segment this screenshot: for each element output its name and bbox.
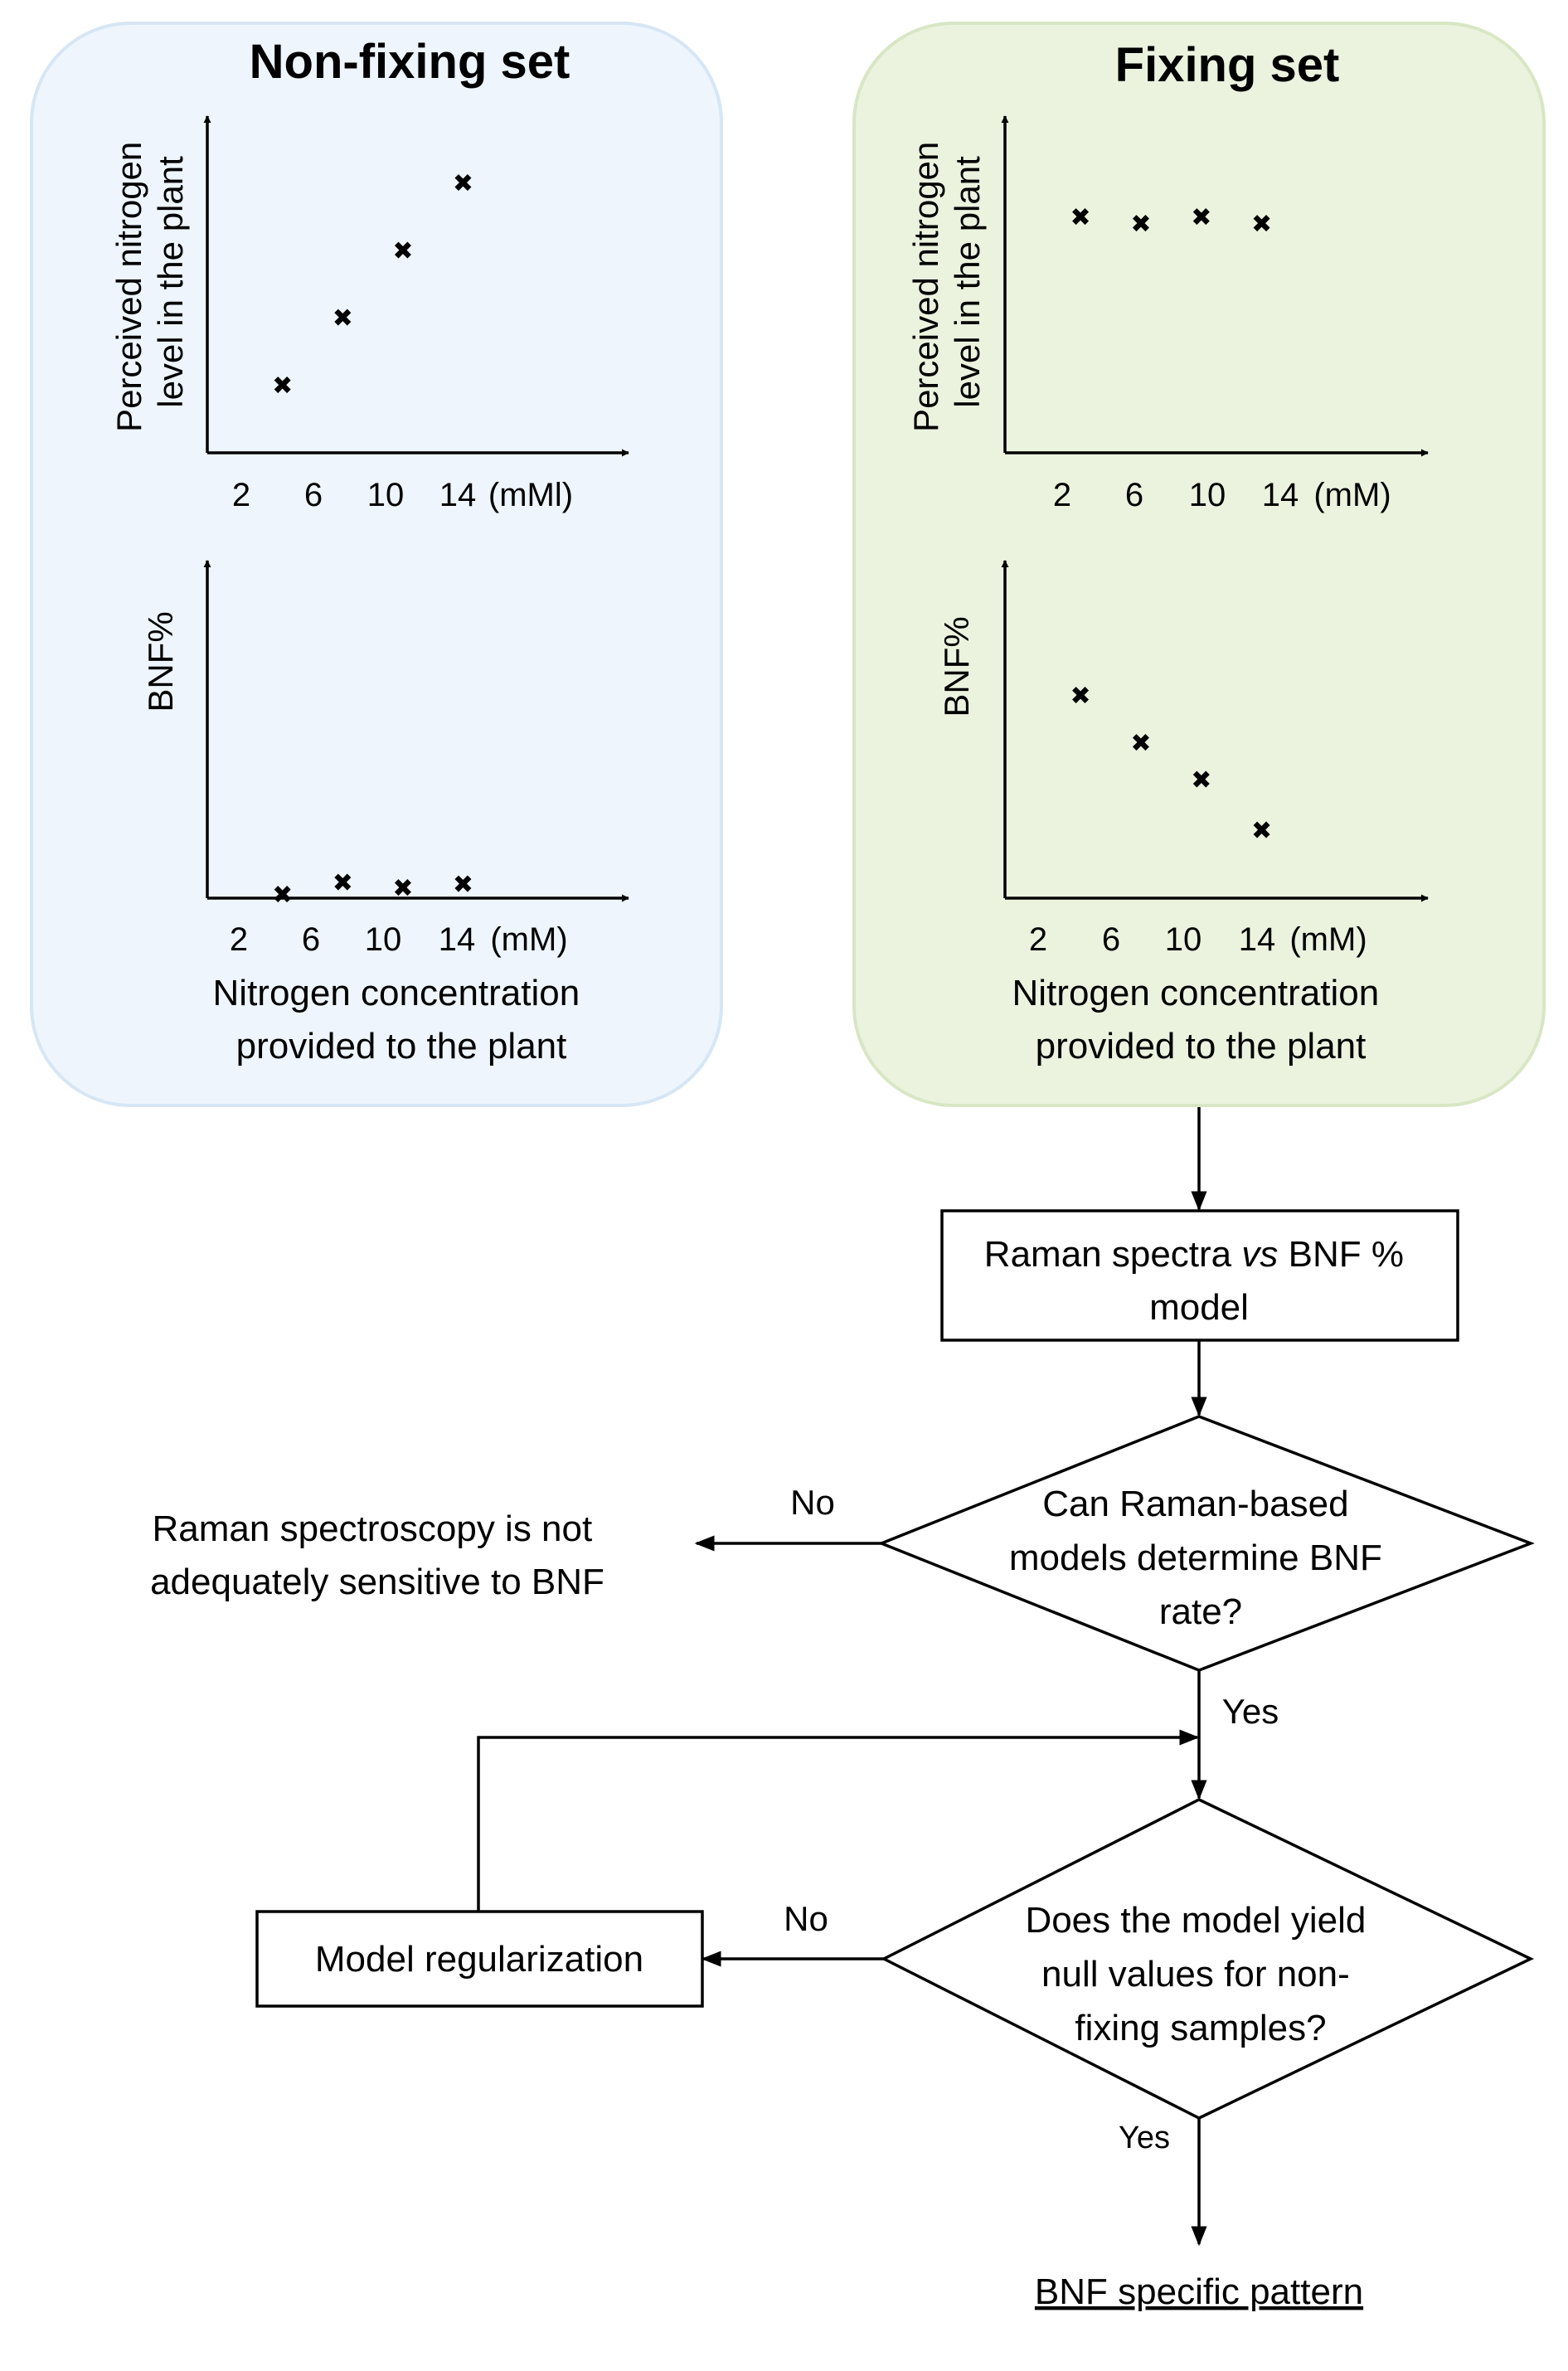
- decision2-no-label: No: [784, 1899, 828, 1938]
- decision1-line3: rate?: [1159, 1591, 1242, 1632]
- data-point-marker: ✖: [1070, 683, 1091, 710]
- decision2-text: Does the model yield null values for non…: [1025, 1900, 1376, 2048]
- data-point-marker: ✖: [1070, 204, 1091, 231]
- decision1-diamond: Can Raman-based models determine BNF rat…: [877, 1415, 1535, 1672]
- data-point-marker: ✖: [1191, 767, 1211, 794]
- non-fixing-panel: Non-fixing set Perceived nitrogen level …: [30, 22, 723, 1107]
- raman-model-line2: model: [1149, 1287, 1249, 1328]
- x-tick-label: 10: [367, 477, 405, 513]
- x-tick-label: 6: [304, 477, 323, 513]
- data-point-marker: ✖: [1130, 211, 1151, 238]
- x-tick-label: 14: [1239, 921, 1276, 958]
- data-points: ✖ ✖ ✖ ✖: [272, 870, 473, 909]
- y-axis-title-line2: level in the plant: [151, 156, 190, 408]
- fixing-panel-background: [852, 22, 1546, 1107]
- y-axis-title: Perceived nitrogen level in the plant: [109, 132, 190, 432]
- regularization-box-frame: [255, 1910, 704, 2008]
- raman-model-box-frame: [940, 1209, 1459, 1342]
- data-point-marker: ✖: [333, 870, 353, 897]
- result-text: BNF specific pattern: [1035, 2271, 1363, 2312]
- x-tick-label: 10: [1165, 921, 1202, 958]
- non-fixing-title: Non-fixing set: [250, 35, 570, 89]
- x-axis-caption-line2: provided to the plant: [1036, 1026, 1367, 1066]
- decision1-line1: Can Raman-based: [1042, 1484, 1348, 1524]
- regularization-text: Model regularization: [315, 1939, 643, 1980]
- x-tick-label: (mM): [1313, 477, 1391, 513]
- non-fixing-bnf-chart: BNF% 2 6 10 14 (mM) ✖ ✖ ✖ ✖: [141, 560, 629, 958]
- fixing-nitrogen-chart: Perceived nitrogen level in the plant 2 …: [906, 115, 1429, 513]
- data-point-marker: ✖: [333, 305, 353, 333]
- x-tick-label: 14: [1262, 477, 1299, 513]
- x-tick-label: (mM): [1289, 921, 1367, 958]
- decision2-line2: null values for non-: [1041, 1954, 1350, 1994]
- fixing-panel: Fixing set Perceived nitrogen level in t…: [852, 22, 1546, 1107]
- flowchart: Raman spectra vs BNF % model Can Raman-b…: [150, 1107, 1535, 2312]
- raman-model-line1-prefix: Raman spectra: [984, 1234, 1242, 1275]
- decision2-yes-label: Yes: [1119, 2121, 1170, 2155]
- x-tick-label: 6: [1125, 477, 1143, 513]
- data-points: ✖ ✖ ✖ ✖: [272, 170, 473, 400]
- data-point-marker: ✖: [1251, 211, 1272, 238]
- data-point-marker: ✖: [1130, 730, 1151, 757]
- not-sensitive-line2: adequately sensitive to BNF: [150, 1562, 604, 1602]
- fixing-title: Fixing set: [1115, 38, 1340, 92]
- feedback-loop-line: [477, 1729, 1200, 1912]
- y-axis-title: BNF%: [937, 616, 976, 717]
- x-tick-label: 10: [1189, 477, 1226, 513]
- x-tick-label: 14: [439, 477, 477, 513]
- not-sensitive-text: Raman spectroscopy is not adequately sen…: [150, 1509, 604, 1602]
- y-axis-title-line2: level in the plant: [948, 156, 987, 408]
- data-point-marker: ✖: [272, 882, 293, 909]
- y-axis-title: Perceived nitrogen level in the plant: [906, 132, 987, 432]
- decision2-line1: Does the model yield: [1025, 1900, 1366, 1941]
- non-fixing-nitrogen-chart: Perceived nitrogen level in the plant 2 …: [109, 115, 629, 513]
- decision1-yes-label: Yes: [1222, 1692, 1279, 1731]
- data-point-marker: ✖: [392, 875, 413, 902]
- fixing-bnf-chart: BNF% 2 6 10 14 (mM) ✖ ✖ ✖ ✖: [937, 560, 1429, 958]
- x-axis-caption-line1: Nitrogen concentration: [213, 973, 580, 1013]
- data-point-marker: ✖: [1251, 818, 1272, 845]
- decision2-line3: fixing samples?: [1075, 2008, 1326, 2048]
- x-axis-caption-line2: provided to the plant: [236, 1026, 567, 1066]
- x-tick-label: 14: [439, 921, 476, 958]
- data-point-marker: ✖: [453, 170, 473, 197]
- decision1-line2: models determine BNF: [1009, 1538, 1382, 1578]
- data-points: ✖ ✖ ✖ ✖: [1070, 204, 1273, 238]
- x-tick-label: 2: [232, 477, 250, 513]
- data-point-marker: ✖: [453, 872, 473, 899]
- x-axis-caption: Nitrogen concentration provided to the p…: [213, 973, 590, 1066]
- raman-model-box: Raman spectra vs BNF % model: [940, 1209, 1459, 1342]
- data-point-marker: ✖: [272, 372, 293, 400]
- y-axis-title-line1: Perceived nitrogen: [109, 142, 148, 432]
- decision1-text: Can Raman-based models determine BNF rat…: [1009, 1484, 1392, 1632]
- x-tick-label: 10: [365, 921, 402, 958]
- x-tick-label: 2: [1053, 477, 1071, 513]
- decision1-no-label: No: [790, 1483, 835, 1522]
- x-tick-label: (mMl): [488, 477, 573, 513]
- y-axis-title: BNF%: [141, 611, 180, 712]
- x-tick-label: (mM): [490, 921, 567, 958]
- regularization-box: Model regularization: [255, 1910, 704, 2008]
- decision2-diamond: Does the model yield null values for non…: [881, 1798, 1535, 2120]
- data-point-marker: ✖: [1191, 204, 1211, 231]
- x-axis-caption: Nitrogen concentration provided to the p…: [1012, 973, 1390, 1066]
- x-tick-label: 2: [230, 921, 248, 958]
- raman-model-line1-suffix: BNF %: [1278, 1234, 1404, 1275]
- y-axis-title-line1: Perceived nitrogen: [906, 142, 945, 432]
- x-tick-label: 2: [1029, 921, 1047, 958]
- x-tick-label: 6: [302, 921, 320, 958]
- non-fixing-panel-background: [30, 22, 723, 1107]
- data-point-marker: ✖: [392, 237, 413, 265]
- x-axis-caption-line1: Nitrogen concentration: [1012, 973, 1380, 1013]
- raman-model-text: Raman spectra vs BNF % model: [984, 1234, 1414, 1328]
- not-sensitive-line1: Raman spectroscopy is not: [153, 1509, 593, 1549]
- x-tick-label: 6: [1102, 921, 1120, 958]
- data-points: ✖ ✖ ✖ ✖: [1070, 683, 1273, 845]
- raman-model-line1-italic: vs: [1241, 1234, 1278, 1275]
